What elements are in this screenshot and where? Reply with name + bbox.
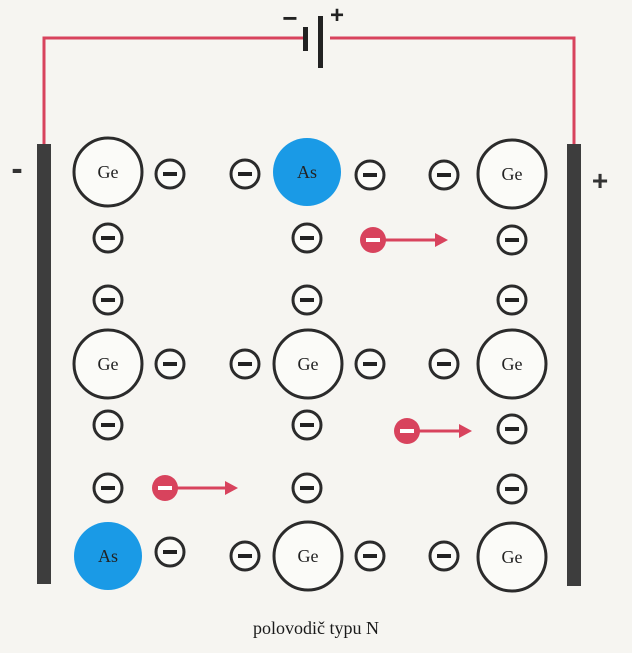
germanium-atom: Ge: [72, 136, 144, 208]
free-electron-with-arrow: [152, 475, 238, 501]
atom-label: Ge: [298, 354, 319, 374]
bound-electron: [428, 159, 460, 191]
bound-electron: [291, 222, 323, 254]
bound-electron: [428, 348, 460, 380]
bound-electron: [291, 472, 323, 504]
germanium-atom: Ge: [476, 328, 548, 400]
bound-electron: [229, 158, 261, 190]
circuit-wire: [42, 36, 304, 146]
bound-electron: [354, 540, 386, 572]
germanium-atom: Ge: [272, 328, 344, 400]
bound-electron: [92, 472, 124, 504]
bound-electron: [154, 348, 186, 380]
bound-electron: [154, 536, 186, 568]
bound-electron: [354, 348, 386, 380]
bound-electron: [291, 284, 323, 316]
atom-label: As: [98, 546, 118, 566]
free-electron-with-arrow: [394, 418, 472, 444]
bound-electron: [229, 348, 261, 380]
diagram-caption: polovodič typu N: [253, 618, 379, 638]
battery-symbol: [303, 16, 323, 68]
circuit-wire-left: [42, 36, 304, 146]
bound-electron: [92, 409, 124, 441]
atom-label: Ge: [298, 546, 319, 566]
germanium-atom: Ge: [272, 520, 344, 592]
bound-electron: [154, 158, 186, 190]
circuit-wire-right: [330, 36, 576, 146]
germanium-atom: Ge: [476, 138, 548, 210]
atom-label: Ge: [98, 162, 119, 182]
atom-label: As: [297, 162, 317, 182]
atom-label: Ge: [98, 354, 119, 374]
bound-electron: [92, 222, 124, 254]
germanium-atom: Ge: [72, 328, 144, 400]
arsenic-donor-atom: As: [74, 522, 142, 590]
battery-plus-label: +: [330, 2, 344, 29]
atom-label: Ge: [502, 354, 523, 374]
bound-electron: [496, 284, 528, 316]
bound-electron: [291, 409, 323, 441]
battery-minus-label: −: [282, 3, 297, 33]
bound-electron: [428, 540, 460, 572]
bound-electron: [496, 413, 528, 445]
left-electrode-plate: [37, 144, 51, 584]
bound-electron: [496, 473, 528, 505]
atom-label: Ge: [502, 164, 523, 184]
bound-electron: [354, 159, 386, 191]
bound-electron: [496, 224, 528, 256]
bound-electron: [92, 284, 124, 316]
bound-electron: [229, 540, 261, 572]
right-plate-polarity-label: +: [592, 165, 608, 196]
left-plate-polarity-label: -: [11, 150, 22, 188]
free-electron-with-arrow: [360, 227, 448, 253]
right-electrode-plate: [567, 144, 581, 586]
germanium-atom: Ge: [476, 521, 548, 593]
arsenic-donor-atom: As: [273, 138, 341, 206]
atom-label: Ge: [502, 547, 523, 567]
